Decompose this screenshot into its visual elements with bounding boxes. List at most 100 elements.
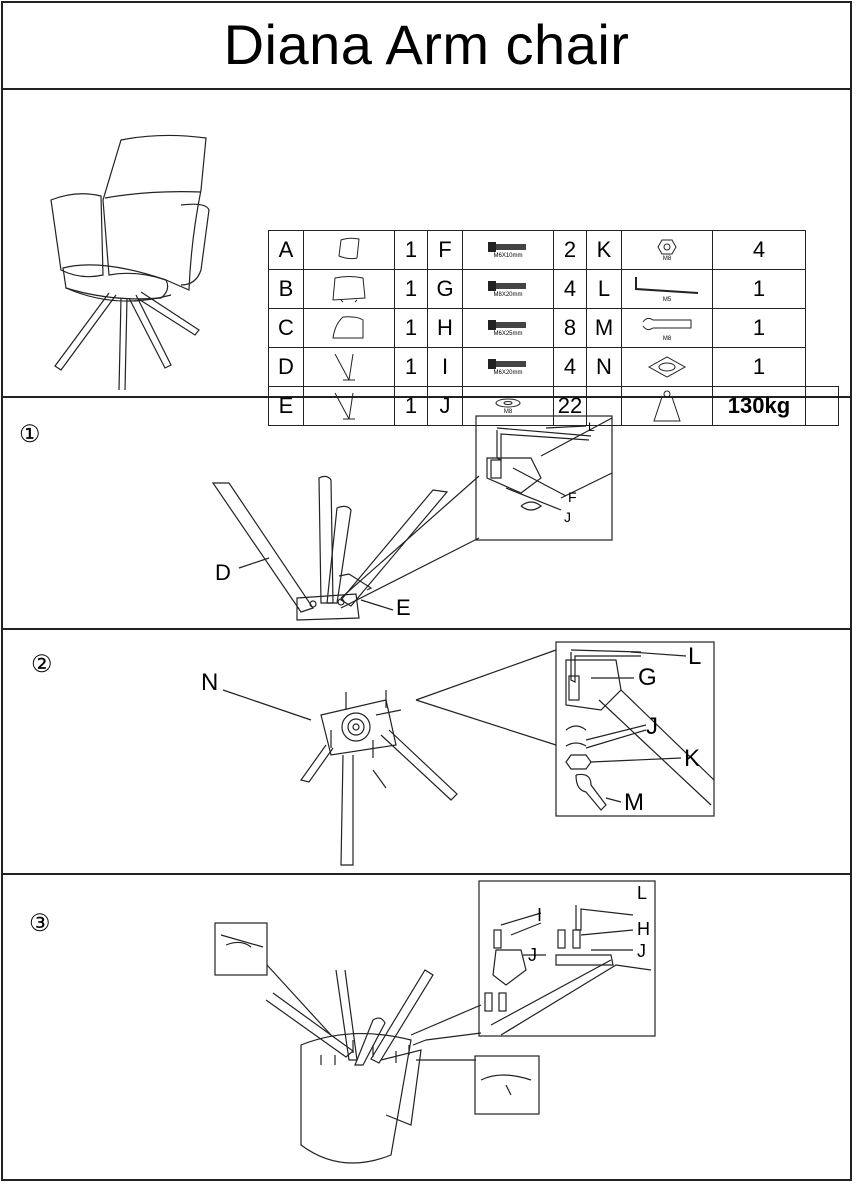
part-size-caption: M6X20mm bbox=[493, 369, 523, 376]
part-picture bbox=[303, 308, 395, 348]
step-2-diagram: N G J K L M bbox=[201, 641, 715, 866]
max-weight-icon bbox=[622, 389, 712, 423]
step-2-label-n: N bbox=[201, 669, 218, 696]
part-picture: M6X25mm bbox=[462, 308, 554, 348]
step-3-label-l: L bbox=[637, 883, 647, 903]
step-1-diagram: D E F J L bbox=[211, 415, 613, 621]
page-title: Diana Arm chair bbox=[223, 13, 630, 76]
part-letter: K bbox=[586, 230, 622, 270]
step-1-number: ① bbox=[19, 421, 41, 448]
step-3-diagram: I H J J L bbox=[214, 880, 656, 1164]
part-quantity: 1 bbox=[712, 269, 806, 309]
step-3-label-h: H bbox=[637, 919, 650, 939]
part-letter: I bbox=[427, 347, 463, 387]
part-letter: M bbox=[586, 308, 622, 348]
seat-shell-icon bbox=[304, 274, 394, 304]
part-picture: M8 bbox=[462, 386, 554, 426]
step-1-label-l: L bbox=[588, 420, 595, 434]
screw-icon bbox=[463, 358, 553, 370]
screw-icon bbox=[463, 241, 553, 253]
part-size-caption: M8 bbox=[662, 335, 672, 342]
wrench-icon bbox=[622, 314, 712, 336]
step-2-label-g: G bbox=[638, 664, 657, 691]
part-picture: M8 bbox=[621, 308, 713, 348]
leg-pair-icon bbox=[304, 350, 394, 384]
part-letter: L bbox=[586, 269, 622, 309]
part-picture bbox=[303, 269, 395, 309]
part-picture: M5 bbox=[621, 269, 713, 309]
part-quantity: 1 bbox=[712, 347, 806, 387]
part-letter: C bbox=[268, 308, 304, 348]
part-quantity: 4 bbox=[712, 230, 806, 270]
part-letter: B bbox=[268, 269, 304, 309]
part-quantity: 4 bbox=[553, 269, 587, 309]
step-3-label-j-right: J bbox=[637, 941, 646, 961]
part-picture: M8X20mm bbox=[462, 269, 554, 309]
part-picture bbox=[303, 347, 395, 387]
chair-illustration bbox=[50, 134, 210, 390]
leg-pair-icon bbox=[304, 389, 394, 423]
part-quantity: 8 bbox=[553, 308, 587, 348]
washer-icon bbox=[463, 397, 553, 409]
part-quantity: 130kg bbox=[712, 386, 806, 426]
part-quantity: 1 bbox=[712, 308, 806, 348]
seat-back-icon bbox=[304, 236, 394, 264]
part-quantity: 1 bbox=[394, 269, 428, 309]
part-letter: J bbox=[427, 386, 463, 426]
part-size-caption: M6X25mm bbox=[493, 330, 523, 337]
part-size-caption: M8 bbox=[503, 408, 513, 415]
part-size-caption: M8 bbox=[662, 255, 672, 262]
part-letter: A bbox=[268, 230, 304, 270]
step-2-label-k: K bbox=[684, 745, 700, 772]
screw-icon bbox=[463, 280, 553, 292]
back-cushion-icon bbox=[304, 314, 394, 342]
part-letter: G bbox=[427, 269, 463, 309]
part-quantity: 1 bbox=[394, 230, 428, 270]
part-quantity: 4 bbox=[553, 347, 587, 387]
step-3-label-i: I bbox=[537, 905, 542, 925]
part-quantity: 2 bbox=[553, 230, 587, 270]
empty-cell bbox=[805, 386, 839, 426]
part-letter: D bbox=[268, 347, 304, 387]
nut-icon bbox=[622, 238, 712, 256]
part-quantity: 22 bbox=[553, 386, 587, 426]
part-quantity: 1 bbox=[394, 347, 428, 387]
part-letter: E bbox=[268, 386, 304, 426]
swivel-plate-icon bbox=[622, 353, 712, 381]
step-1-label-d: D bbox=[215, 560, 231, 585]
part-quantity: 1 bbox=[394, 308, 428, 348]
part-picture bbox=[303, 386, 395, 426]
step-2-number: ② bbox=[31, 651, 53, 678]
allen-key-icon bbox=[622, 275, 712, 297]
step-1-label-f: F bbox=[568, 489, 577, 505]
part-picture: M8 bbox=[621, 230, 713, 270]
part-letter: F bbox=[427, 230, 463, 270]
part-picture bbox=[303, 230, 395, 270]
part-picture bbox=[621, 347, 713, 387]
step-1-label-j: J bbox=[564, 509, 571, 525]
part-size-caption: M8X20mm bbox=[493, 291, 523, 298]
step-1-label-e: E bbox=[396, 595, 411, 620]
part-size-caption: M6X10mm bbox=[493, 252, 523, 259]
part-letter: N bbox=[586, 347, 622, 387]
step-2-section: ② N G J K L M bbox=[1, 630, 852, 875]
step-1-section: ① D E F J L bbox=[1, 398, 852, 630]
step-2-label-l: L bbox=[688, 643, 701, 670]
part-quantity: 1 bbox=[394, 386, 428, 426]
step-3-number: ③ bbox=[29, 910, 51, 937]
screw-icon bbox=[463, 319, 553, 331]
part-size-caption: M5 bbox=[662, 296, 672, 303]
step-2-label-j: J bbox=[646, 713, 658, 740]
part-letter: H bbox=[427, 308, 463, 348]
part-letter bbox=[586, 386, 622, 426]
step-3-label-j-left: J bbox=[528, 945, 537, 965]
part-picture: M6X20mm bbox=[462, 347, 554, 387]
